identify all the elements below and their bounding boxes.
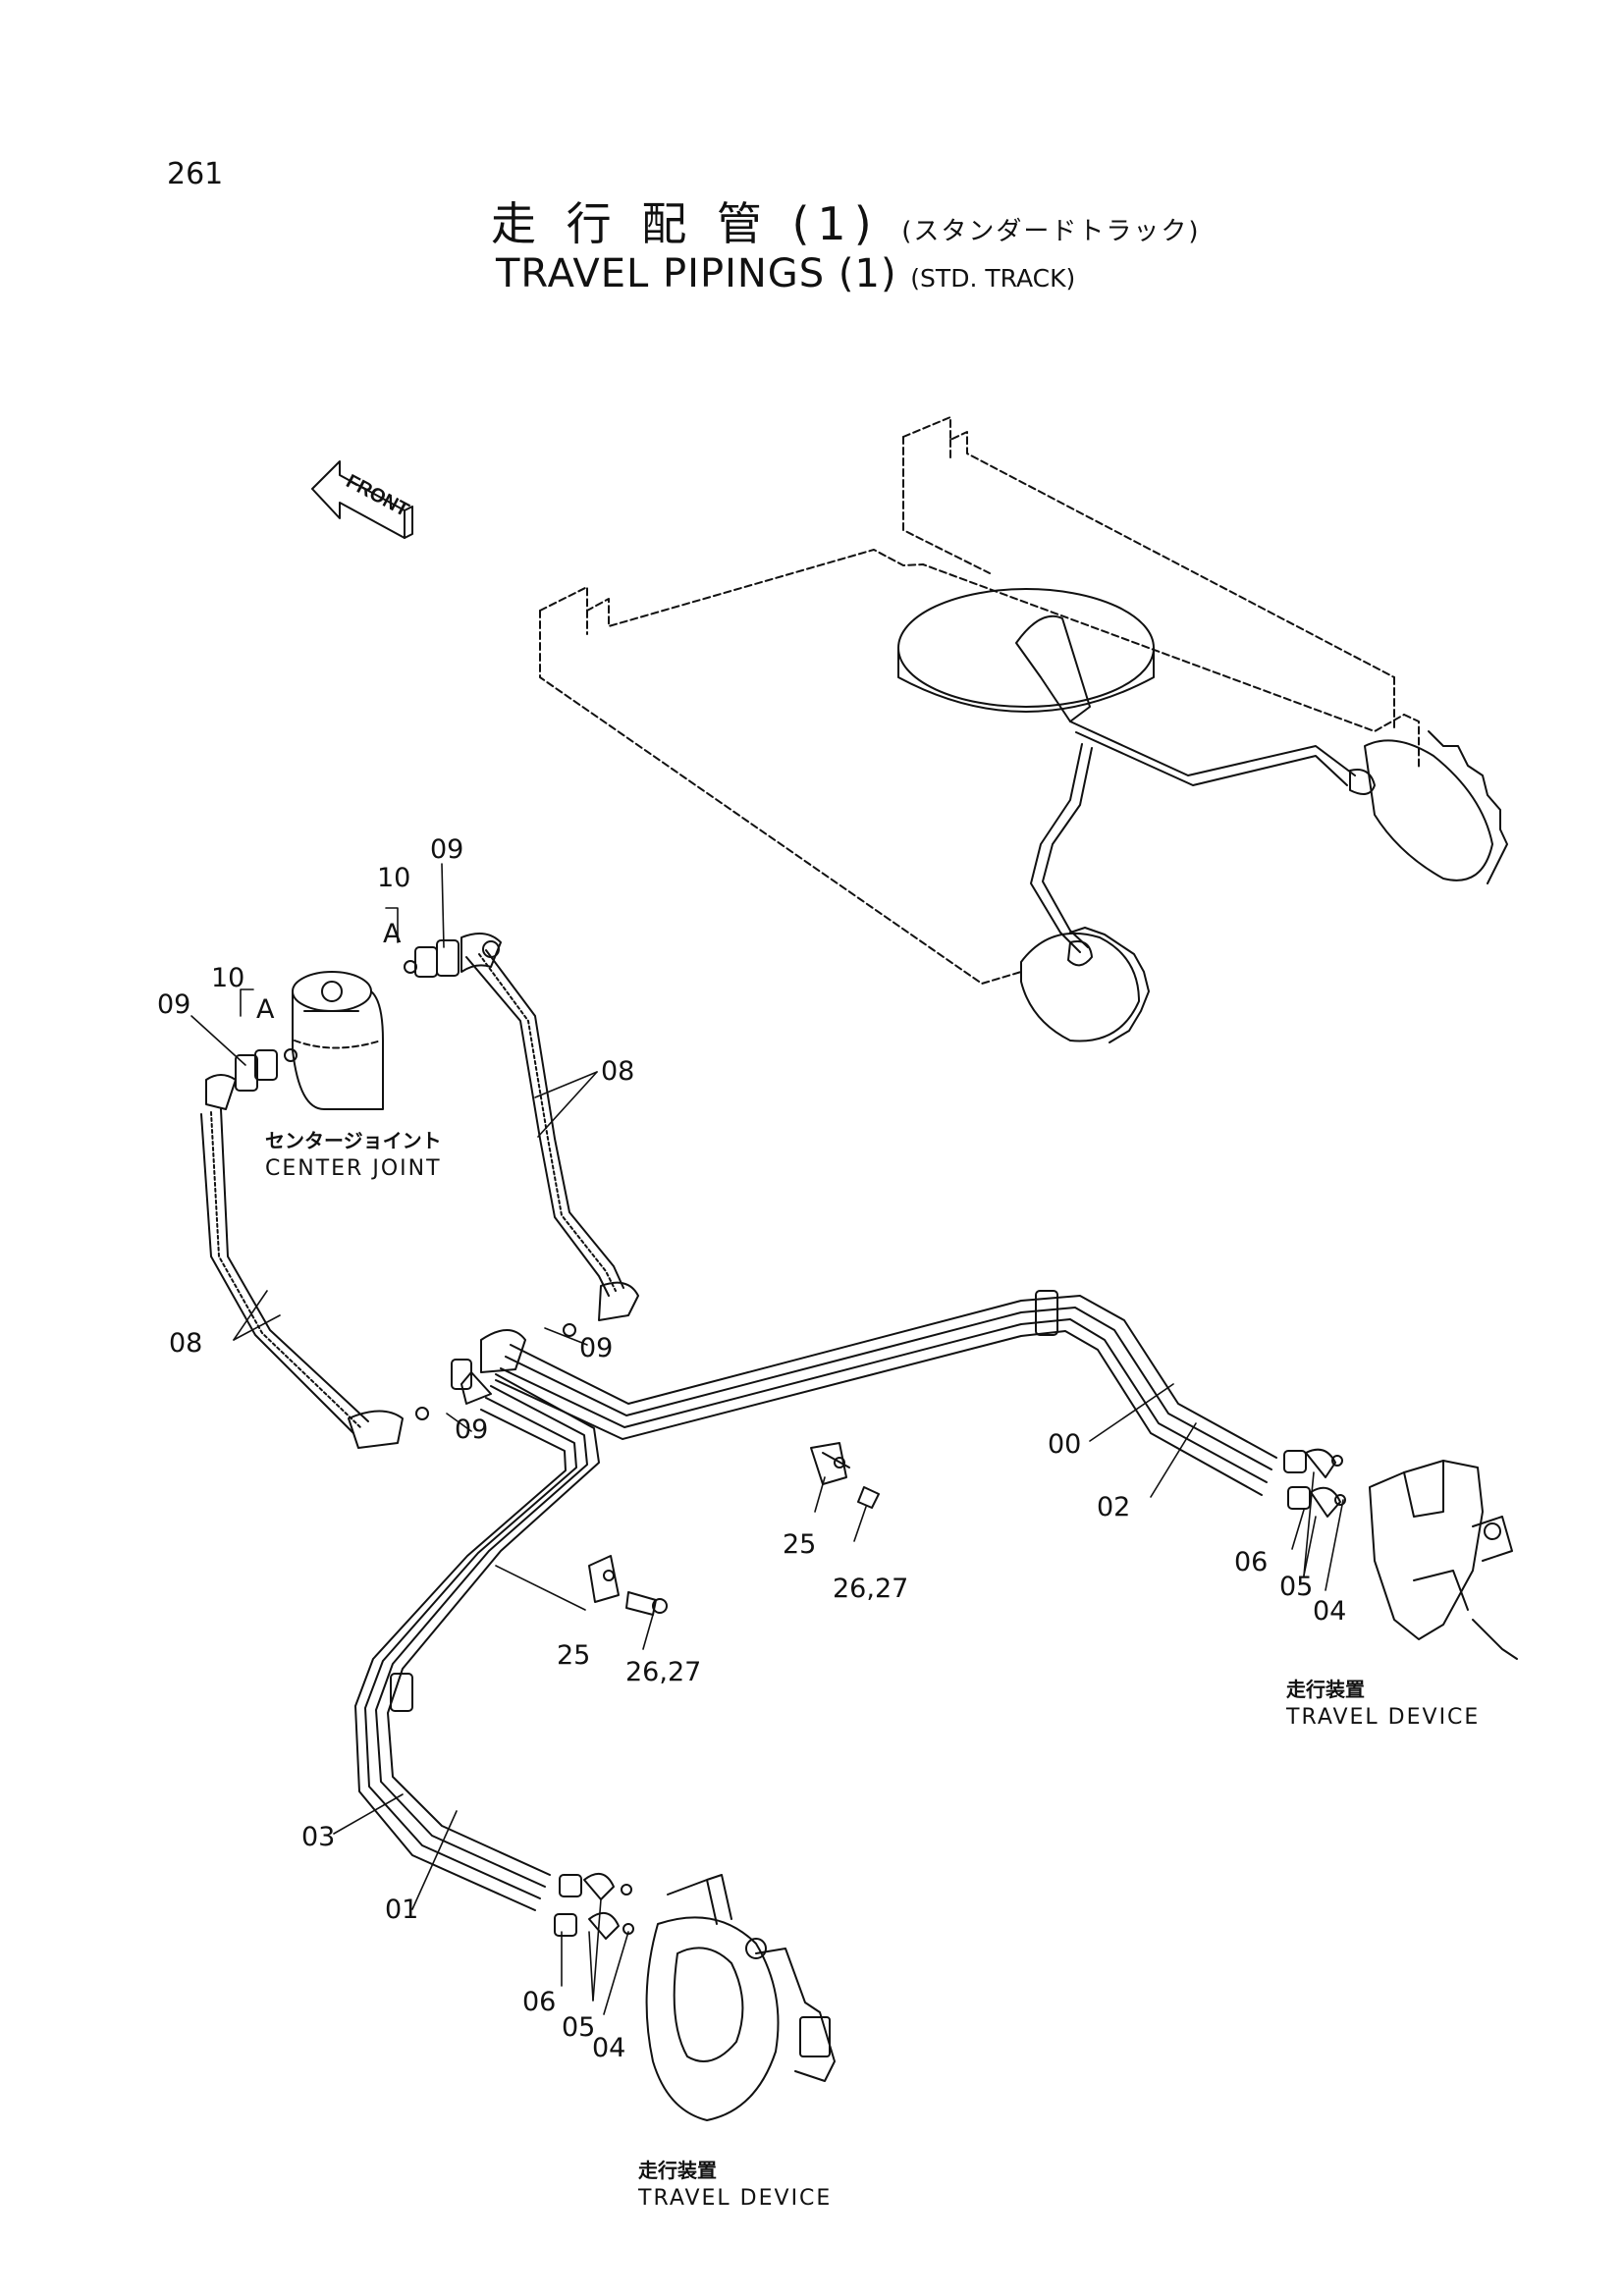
pipe-00-02	[495, 1290, 1277, 1496]
callout-10-left: 10	[211, 963, 245, 993]
callout-04-right: 04	[1313, 1596, 1347, 1627]
fitting-left-a	[205, 1048, 298, 1110]
sprocket-right-overview	[1349, 730, 1508, 884]
travel-device-right-caption-en: TRAVEL DEVICE	[1286, 1705, 1481, 1730]
callout-02: 02	[1097, 1492, 1131, 1522]
title-english: TRAVEL PIPINGS (1) (STD. TRACK)	[496, 251, 1075, 296]
travel-device-bottom-caption: 走行装置 TRAVEL DEVICE	[638, 2157, 832, 2215]
callout-10-top: 10	[377, 863, 411, 893]
pipe-junction	[451, 1329, 526, 1405]
callout-03: 03	[301, 1822, 336, 1852]
callout-08-left: 08	[169, 1328, 203, 1359]
fitting-top-a	[404, 933, 502, 978]
center-joint-caption: センタージョイント CENTER JOINT	[265, 1127, 442, 1185]
callout-09-left: 09	[157, 989, 191, 1020]
callout-25-right: 25	[783, 1529, 817, 1560]
travel-device-bottom-caption-en: TRAVEL DEVICE	[638, 2186, 833, 2211]
hose-08-left	[200, 1108, 429, 1449]
title-japanese: 走 行 配 管 (1) (スタンダードトラック)	[491, 188, 1201, 253]
callout-26-27-right: 26,27	[833, 1574, 909, 1604]
callout-00: 00	[1048, 1429, 1082, 1460]
travel-device-right	[1283, 1448, 1518, 1660]
title-japanese-sub: (スタンダードトラック)	[901, 217, 1201, 246]
center-joint-body	[292, 971, 384, 1110]
title-english-main: TRAVEL PIPINGS (1)	[496, 251, 897, 296]
center-joint-caption-ja: センタージョイント	[265, 1129, 442, 1152]
travel-device-right-caption-ja: 走行装置	[1286, 1678, 1365, 1701]
travel-device-right-caption: 走行装置 TRAVEL DEVICE	[1286, 1676, 1480, 1734]
callout-09-top: 09	[430, 834, 464, 865]
center-joint-caption-en: CENTER JOINT	[265, 1156, 442, 1181]
callout-26-27-left: 26,27	[625, 1657, 702, 1687]
callout-a-top: A	[383, 919, 402, 949]
travel-device-bottom	[554, 1872, 836, 2121]
callout-09-low: 09	[455, 1415, 489, 1445]
travel-device-bottom-caption-ja: 走行装置	[638, 2159, 717, 2182]
clamp-25-right	[810, 1442, 880, 1509]
callout-01: 01	[385, 1895, 419, 1925]
front-arrow-label: FRONT	[343, 470, 412, 521]
callout-05-right: 05	[1279, 1572, 1314, 1602]
callout-06-bottom: 06	[522, 1987, 557, 2017]
front-arrow-icon: FRONT	[311, 460, 413, 539]
title-english-sub: (STD. TRACK)	[910, 264, 1076, 293]
pipe-01-03	[354, 1373, 600, 1911]
undercarriage-frame	[539, 416, 1420, 985]
callout-04-bottom: 04	[592, 2033, 626, 2063]
leader-lines	[190, 863, 1344, 2015]
title-japanese-main: 走 行 配 管 (1)	[491, 197, 880, 250]
callout-08-right: 08	[601, 1056, 635, 1087]
sprocket-left-overview	[1020, 927, 1150, 1043]
callout-a-left: A	[256, 994, 275, 1025]
center-joint-overview	[897, 588, 1356, 953]
callout-25-left: 25	[557, 1640, 591, 1671]
callout-05-bottom: 05	[562, 2012, 596, 2043]
callout-06-right: 06	[1234, 1547, 1269, 1577]
page-number: 261	[167, 157, 224, 191]
clamp-25-left	[588, 1555, 668, 1616]
callout-09-mid: 09	[579, 1333, 614, 1363]
hose-08-right	[465, 949, 639, 1337]
